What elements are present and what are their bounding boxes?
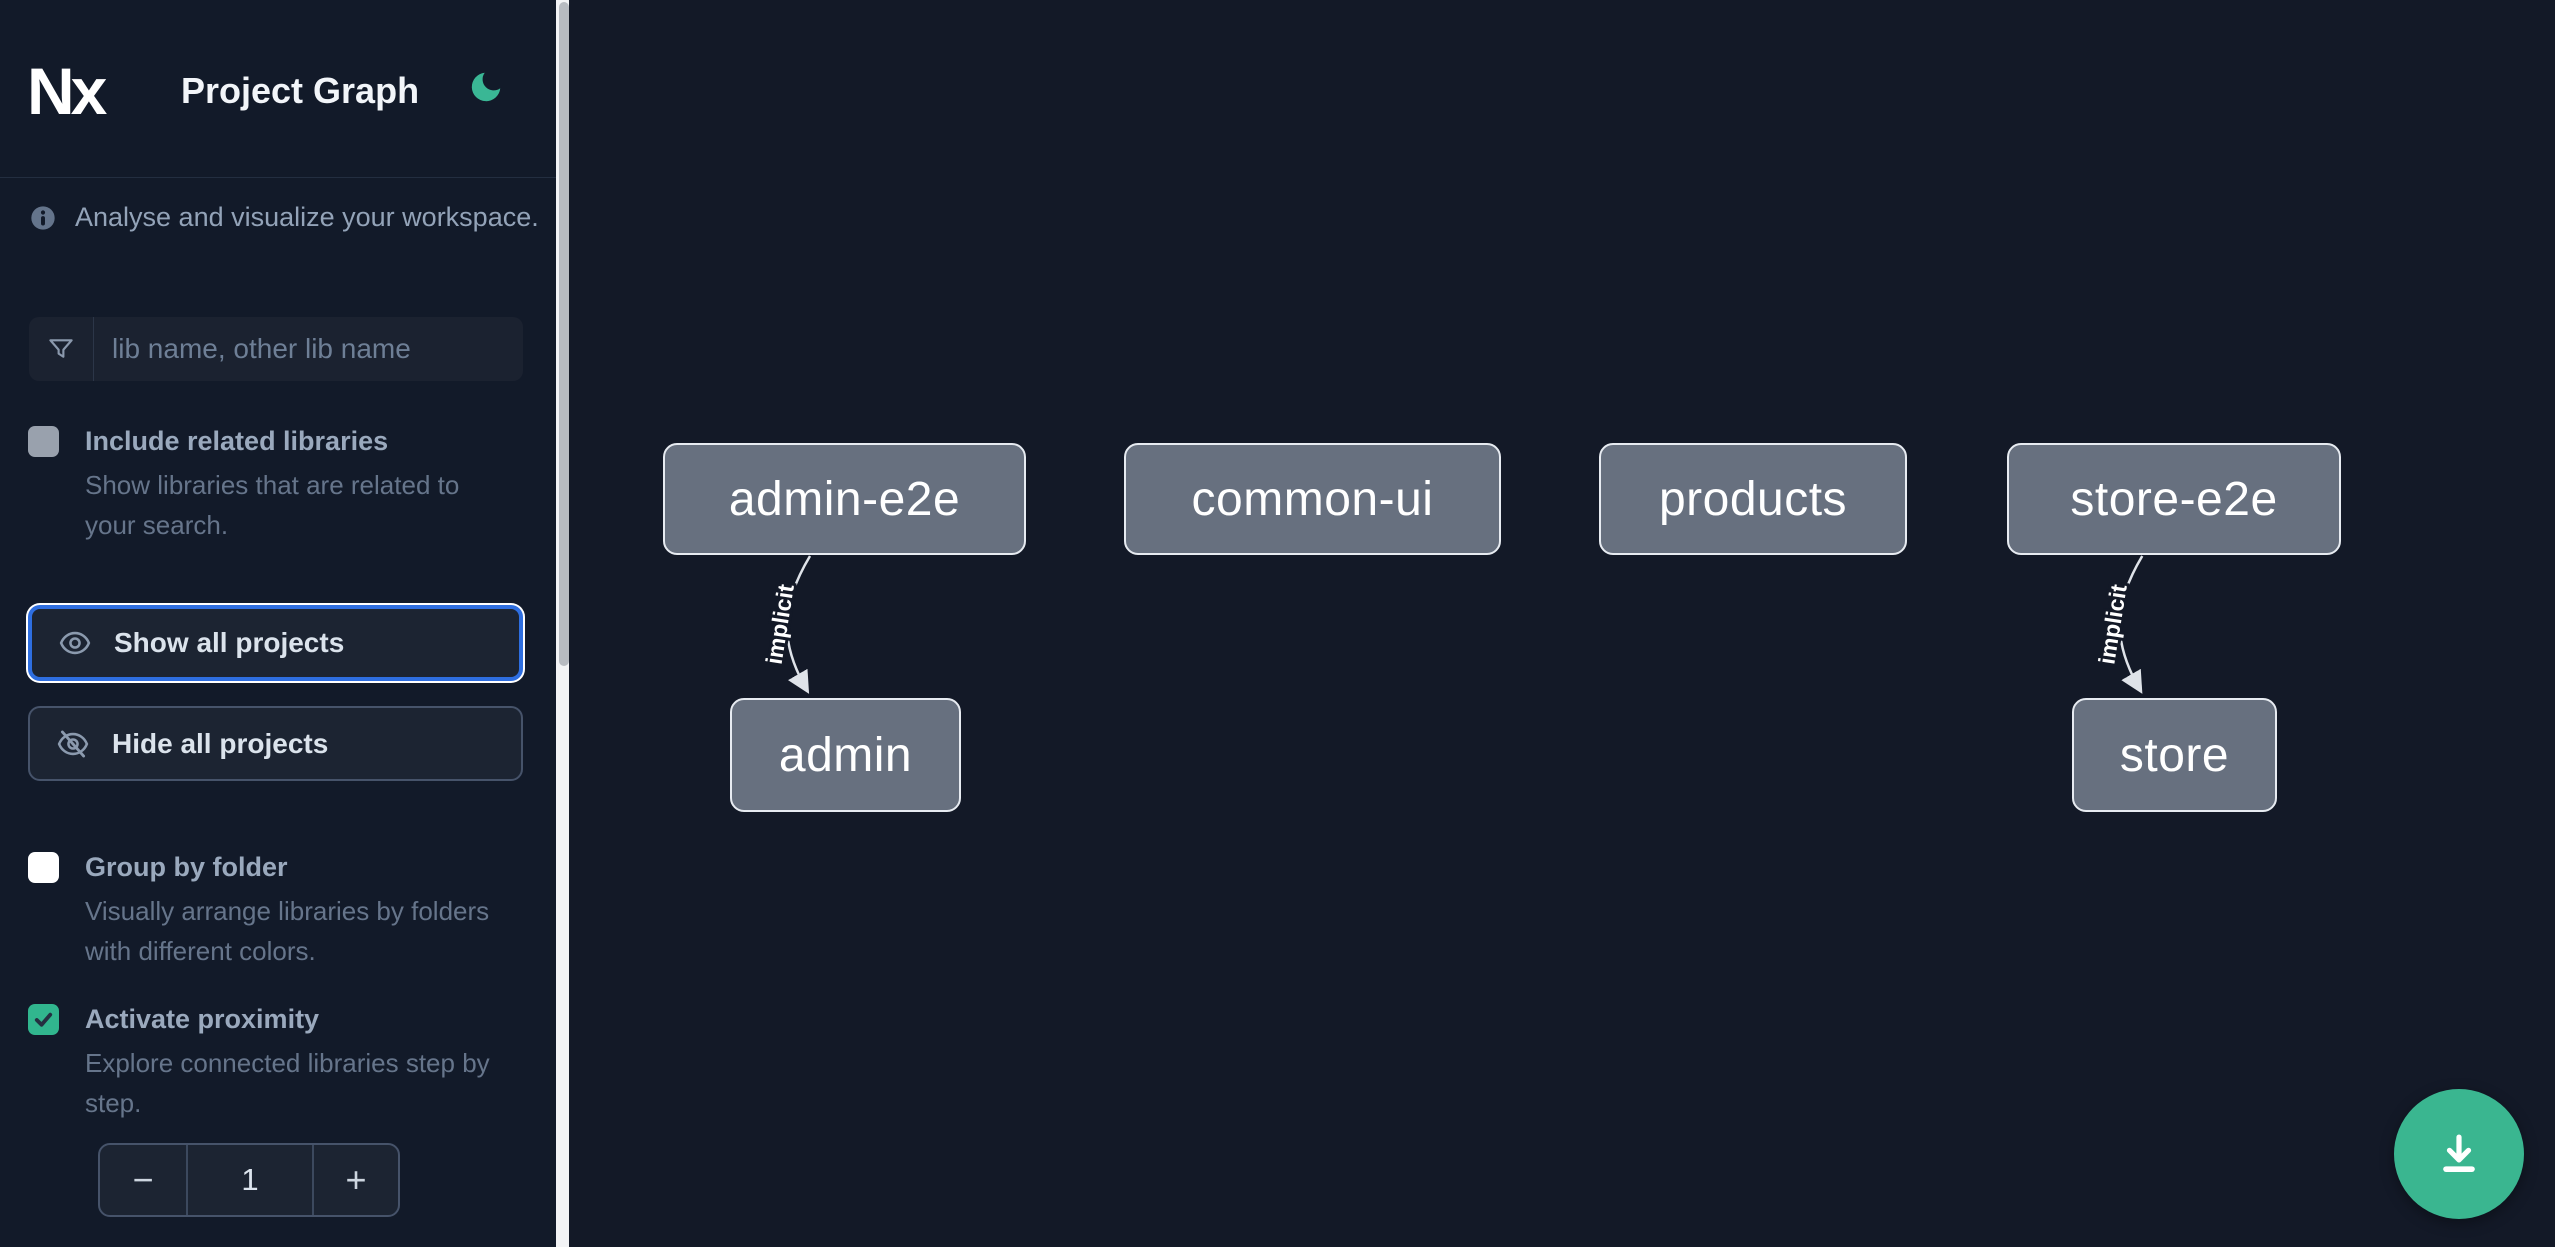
include-related-checkbox[interactable]: [28, 426, 59, 457]
eye-icon: [59, 631, 91, 655]
toggle-activate-proximity: Activate proximity Explore connected lib…: [28, 1002, 498, 1123]
moon-icon: [471, 72, 501, 101]
toggle-label[interactable]: Group by folder: [85, 852, 288, 882]
graph-canvas[interactable]: implicit implicit admin-e2e common-ui pro…: [569, 0, 2555, 1247]
toggle-include-related-libraries: Include related libraries Show libraries…: [28, 424, 498, 545]
funnel-icon: [29, 317, 94, 381]
edge-layer: implicit implicit: [758, 555, 2144, 694]
decrement-button[interactable]: −: [132, 1159, 154, 1200]
graph-node-admin-e2e[interactable]: admin-e2e: [663, 443, 1026, 555]
toggle-group-by-folder: Group by folder Visually arrange librari…: [28, 850, 498, 971]
node-label: store: [2119, 728, 2230, 782]
activate-proximity-checkbox[interactable]: [28, 1004, 59, 1035]
edge-admin-e2e-admin[interactable]: [785, 555, 812, 694]
node-label: common-ui: [1191, 472, 1434, 526]
graph-node-admin[interactable]: admin: [730, 698, 961, 812]
toggle-label[interactable]: Include related libraries: [85, 426, 389, 456]
nx-logo-icon: Nx: [27, 57, 112, 127]
node-label: admin-e2e: [728, 472, 961, 526]
filter-box: [29, 317, 523, 381]
edge-label-implicit: implicit: [761, 582, 799, 666]
edge-label-implicit: implicit: [2093, 582, 2131, 666]
toggle-label[interactable]: Activate proximity: [85, 1004, 320, 1034]
edge-store-e2e-store[interactable]: [2118, 555, 2144, 694]
download-graph-button[interactable]: [2394, 1089, 2524, 1219]
graph-node-store[interactable]: store: [2072, 698, 2277, 812]
download-icon: [2443, 1134, 2475, 1172]
toggle-description: Visually arrange libraries by folders wi…: [85, 896, 490, 966]
button-label: Hide all projects: [112, 727, 329, 759]
node-label: admin: [778, 728, 913, 782]
graph-node-common-ui[interactable]: common-ui: [1124, 443, 1501, 555]
group-by-folder-checkbox[interactable]: [28, 852, 59, 883]
graph-node-products[interactable]: products: [1599, 443, 1907, 555]
workspace-tagline: Analyse and visualize your workspace.: [29, 202, 539, 233]
show-all-projects-button[interactable]: Show all projects: [28, 605, 523, 681]
svg-text:Nx: Nx: [27, 57, 108, 127]
node-label: store-e2e: [2070, 472, 2278, 526]
proximity-depth-stepper: − 1 +: [98, 1143, 400, 1217]
theme-toggle-button[interactable]: [462, 64, 510, 112]
increment-button[interactable]: +: [345, 1159, 367, 1200]
sidebar-scrollbar-thumb[interactable]: [559, 2, 569, 666]
graph-node-store-e2e[interactable]: store-e2e: [2007, 443, 2341, 555]
filter-input[interactable]: [94, 317, 523, 381]
sidebar: Nx Project Graph Analyse and visualize y…: [0, 0, 557, 1247]
sidebar-header: Nx Project Graph: [0, 0, 557, 178]
info-icon: [31, 205, 55, 230]
button-label: Show all projects: [114, 627, 345, 658]
toggle-description: Show libraries that are related to your …: [85, 470, 460, 540]
tagline-text: Analyse and visualize your workspace.: [75, 202, 539, 232]
page-title: Project Graph: [181, 70, 420, 111]
checkmark-icon: [34, 1012, 53, 1027]
depth-value[interactable]: 1: [186, 1145, 314, 1215]
hide-all-projects-button[interactable]: Hide all projects: [28, 706, 523, 781]
node-label: products: [1658, 472, 1848, 526]
toggle-description: Explore connected libraries step by step…: [85, 1048, 490, 1118]
eye-off-icon: [57, 730, 89, 757]
